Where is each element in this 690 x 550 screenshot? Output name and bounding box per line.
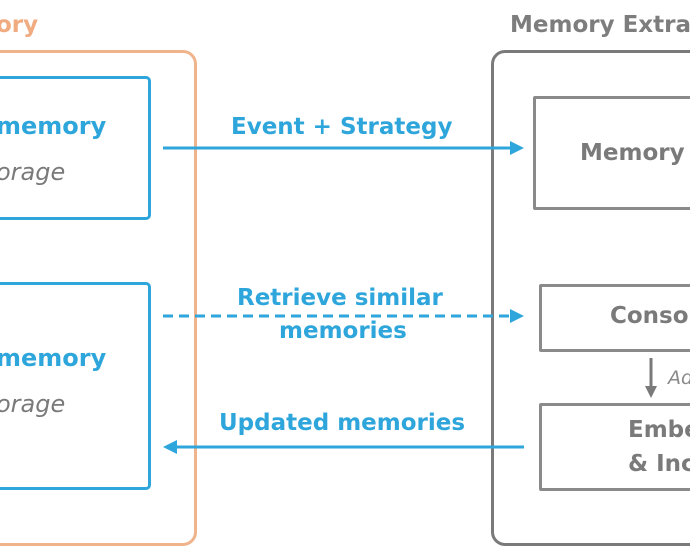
embedding-box-label-line1: Embe [628, 417, 690, 443]
consolidation-arrow-note: Ad [668, 367, 690, 389]
memory-box-2-subtitle: orage [0, 390, 66, 418]
consolidation-box [539, 284, 690, 352]
retrieve-label-line1: Retrieve similar [237, 285, 443, 311]
memory-box-2-title: memory [0, 344, 107, 372]
event-strategy-arrow [163, 141, 524, 155]
left-group-title: ory [0, 12, 39, 38]
memory-box-1-subtitle: orage [0, 158, 66, 186]
retrieve-label-line2: memories [279, 318, 407, 344]
event-strategy-label: Event + Strategy [231, 114, 453, 140]
memory-extraction-box-label: Memory [580, 140, 685, 166]
embedding-box-label-line2: & Inc [628, 451, 690, 477]
memory-storage-box-1 [0, 76, 151, 220]
embedding-indexing-box [539, 403, 690, 491]
memory-storage-box-2 [0, 282, 151, 490]
memory-box-1-title: memory [0, 112, 107, 140]
memory-extraction-box [533, 96, 690, 210]
consolidation-box-label: Conso [610, 303, 689, 329]
updated-memories-label: Updated memories [219, 410, 466, 436]
memory-extraction-title: Memory Extra [510, 12, 690, 38]
updated-memories-arrow [163, 440, 524, 454]
